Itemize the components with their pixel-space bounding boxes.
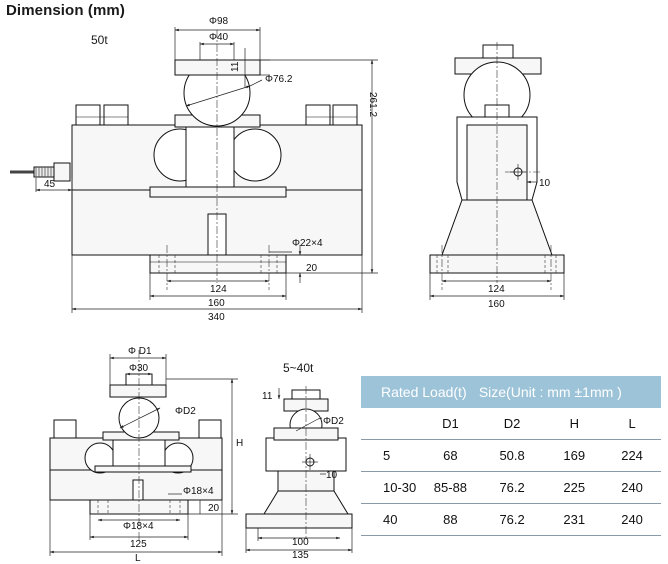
table-row: 10-30 85-88 76.2 225 240 <box>361 471 661 504</box>
cell-h: 231 <box>545 503 604 536</box>
dim-phi30: Φ30 <box>129 363 149 374</box>
col-d1: D1 <box>422 408 479 440</box>
table-row: 5 68 50.8 169 224 <box>361 439 661 472</box>
bottom-side-view: 11 ΦD2 10 100 135 <box>245 386 353 561</box>
dim-11: 11 <box>230 61 241 72</box>
dim-261: 261.2 <box>367 92 378 117</box>
cell-load: 5 <box>361 439 422 472</box>
cell-l: 240 <box>603 503 661 536</box>
dim-124: 124 <box>210 284 227 295</box>
dim-45: 45 <box>44 179 56 190</box>
header-size: Size(Unit : mm ±1mm ) <box>478 376 661 408</box>
bolt-head <box>305 104 331 126</box>
bottom-top-cap <box>109 384 167 398</box>
bolt-head <box>53 419 77 439</box>
side-dim-100: 100 <box>292 537 309 548</box>
side-dim-160: 160 <box>488 299 505 310</box>
dim-phi40: Φ40 <box>209 32 229 43</box>
cable-gland <box>10 162 71 182</box>
top-side-view: 10 124 160 <box>429 42 565 310</box>
dimension-heading: Dimension (mm) <box>6 2 125 19</box>
side-dim-135: 135 <box>292 550 309 561</box>
spec-table: Rated Load(t) Size(Unit : mm ±1mm ) D1 D… <box>361 376 661 536</box>
dim-phi22: Φ22×4 <box>292 238 323 249</box>
dim-phi18-b: Φ18×4 <box>123 521 154 532</box>
cell-d1: 88 <box>422 503 479 536</box>
dim-phi18-a: Φ18×4 <box>183 486 214 497</box>
dim-l: L <box>135 553 141 564</box>
bolt-head <box>103 104 129 126</box>
cell-d1: 68 <box>422 439 479 472</box>
spec-table-header: Rated Load(t) Size(Unit : mm ±1mm ) <box>361 376 661 408</box>
base-plate <box>149 186 287 198</box>
col-l: L <box>603 408 661 440</box>
bolt-head <box>198 419 222 439</box>
top-front-view: Φ98 Φ40 11 Φ76.2 261.2 45 Φ22×4 20 124 1… <box>10 16 378 323</box>
foot <box>149 254 287 274</box>
dim-phi-d2: ΦD2 <box>175 406 196 417</box>
cell-d2: 76.2 <box>478 503 546 536</box>
cell-l: 224 <box>603 439 661 472</box>
table-row: 40 88 76.2 231 240 <box>361 503 661 536</box>
top-cap <box>174 59 261 76</box>
column-header-row: D1 D2 H L <box>361 408 661 440</box>
cell-d2: 76.2 <box>478 471 546 504</box>
cell-load: 10-30 <box>361 471 422 504</box>
bolt-head <box>332 104 358 126</box>
dim-20: 20 <box>208 503 220 514</box>
bottom-capacity-label: 5~40t <box>283 361 314 375</box>
dim-h: H <box>236 438 243 449</box>
cell-l: 240 <box>603 471 661 504</box>
col-h: H <box>545 408 604 440</box>
dim-phi98: Φ98 <box>209 16 229 27</box>
side-dim-10: 10 <box>326 470 338 481</box>
bottom-front-view: Φ D1 Φ30 ΦD2 H Φ18×4 20 Φ18×4 125 L <box>49 346 243 564</box>
cell-load: 40 <box>361 503 422 536</box>
side-dim-phi-d2: ΦD2 <box>323 416 344 427</box>
top-capacity-label: 50t <box>91 33 108 47</box>
side-dim-10: 10 <box>539 178 551 189</box>
dim-20: 20 <box>306 263 318 274</box>
roller-right <box>228 128 282 182</box>
dim-160: 160 <box>208 298 225 309</box>
cell-d2: 50.8 <box>478 439 546 472</box>
dim-340: 340 <box>208 312 225 323</box>
header-rated-load: Rated Load(t) <box>361 376 479 408</box>
cell-d1: 85-88 <box>422 471 479 504</box>
cell-h: 225 <box>545 471 604 504</box>
dim-phi-d1: Φ D1 <box>128 346 152 357</box>
side-dim-124: 124 <box>488 284 505 295</box>
cell-h: 169 <box>545 439 604 472</box>
side-dim-11: 11 <box>262 391 273 402</box>
load-column <box>185 126 235 188</box>
bolt-head <box>75 104 101 126</box>
dim-phi76: Φ76.2 <box>265 74 293 85</box>
col-d2: D2 <box>478 408 546 440</box>
dim-125: 125 <box>130 539 147 550</box>
bottom-side-foot <box>245 513 353 529</box>
